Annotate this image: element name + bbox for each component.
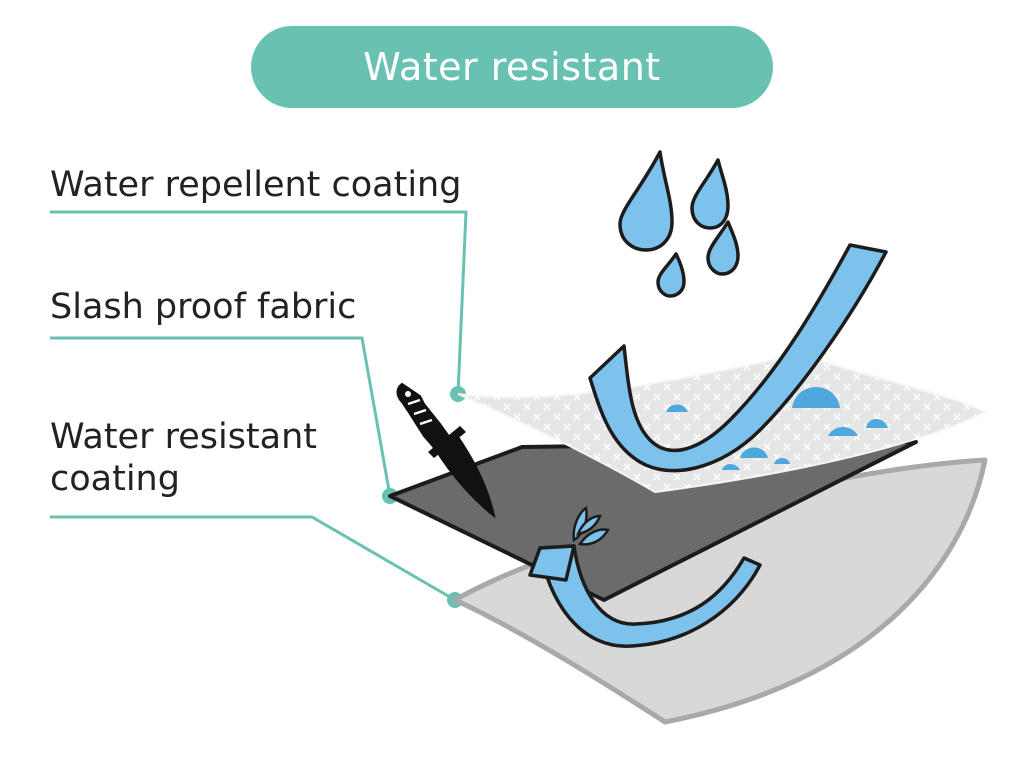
knife-handle (396, 382, 452, 452)
water-bead (866, 419, 888, 428)
label-water-resistant-line2: coating (50, 459, 180, 499)
title-banner: Water resistant (251, 26, 773, 108)
label-slash-proof-fabric: Slash proof fabric (50, 287, 357, 327)
water-bead (740, 447, 768, 458)
water-drop-icon (656, 252, 686, 298)
water-bead (774, 458, 790, 464)
water-bead (722, 464, 740, 470)
water-splash (572, 505, 610, 546)
leader-line-slash (50, 336, 392, 497)
water-flow-ribbon-upper (588, 243, 888, 473)
knife-blade (434, 432, 496, 519)
label-water-repellent-coating: Water repellent coating (50, 165, 462, 205)
water-bead (828, 427, 858, 436)
title-text: Water resistant (363, 45, 661, 89)
water-flow-ribbon-lower (538, 544, 762, 648)
water-drop-icon (706, 220, 740, 276)
water-drop-icon (690, 158, 730, 230)
leader-line-repellent (50, 210, 468, 395)
knife-icon (396, 382, 496, 519)
water-flow-ribbon-lower-fold (528, 544, 576, 582)
leader-line-resistant (50, 515, 456, 602)
leader-lines (50, 210, 468, 602)
water-repellent-mesh-texture (458, 355, 985, 492)
falling-water-drops (618, 150, 740, 298)
water-drop-icon (618, 150, 674, 252)
water-bead (666, 404, 688, 412)
water-bead (792, 387, 840, 408)
label-water-resistant-coating: Water resistant coating (50, 416, 317, 500)
label-water-resistant-line1: Water resistant (50, 417, 318, 457)
water-beads (666, 387, 888, 470)
